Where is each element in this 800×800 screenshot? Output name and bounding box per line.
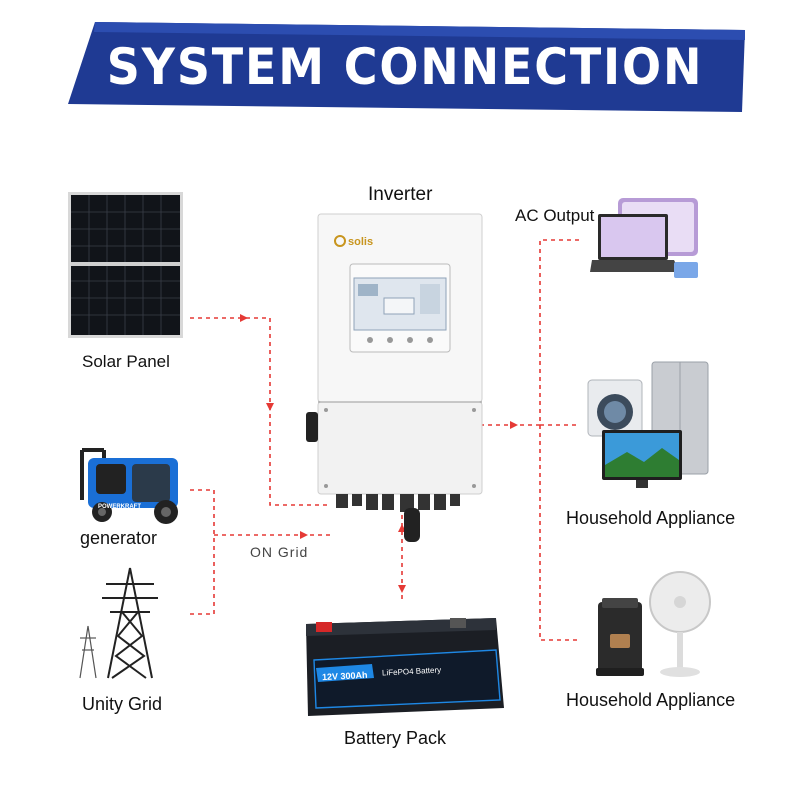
arrow-grid: [300, 531, 308, 539]
household-appliance-label-1: Household Appliance: [566, 508, 736, 528]
solar-panel-label: Solar Panel: [82, 352, 170, 371]
on-grid-label: ON Grid: [250, 544, 309, 560]
inverter-label: Inverter: [368, 184, 433, 205]
ac-bus-wire: [480, 239, 580, 426]
battery-icon: [306, 618, 504, 716]
household-appliance-label-2: Household Appliance: [566, 690, 736, 710]
ac-bus-lower-wire: [539, 425, 580, 641]
ac-output-label: AC Output: [515, 206, 595, 225]
utility-grid-label: Unity Grid: [82, 694, 163, 714]
sun-logo-icon: [334, 235, 346, 247]
inverter-icon: [306, 213, 483, 542]
arrow-solar-down: [266, 403, 274, 411]
laptop-tablet-icon: [590, 198, 698, 278]
generator-label: generator: [80, 528, 158, 548]
generator-brand: POWERKRAFT: [98, 504, 141, 510]
generator-icon: [80, 448, 178, 524]
battery-pack-label: Battery Pack: [344, 728, 447, 748]
power-tower-icon: [79, 567, 158, 679]
solar-panel-icon: [68, 192, 183, 338]
coffee-fan-icon: [596, 571, 711, 677]
title-banner: [68, 22, 745, 112]
arrow-battery-down: [398, 585, 406, 593]
inverter-brand: solis: [348, 236, 374, 248]
arrow-ac-out: [510, 421, 518, 429]
generator-wire: [190, 489, 215, 615]
arrow-solar: [240, 314, 248, 322]
fridge-washer-tv-icon: [587, 361, 709, 488]
banner-title: SYSTEM CONNECTION: [106, 38, 704, 96]
solar-wire: [190, 317, 330, 506]
